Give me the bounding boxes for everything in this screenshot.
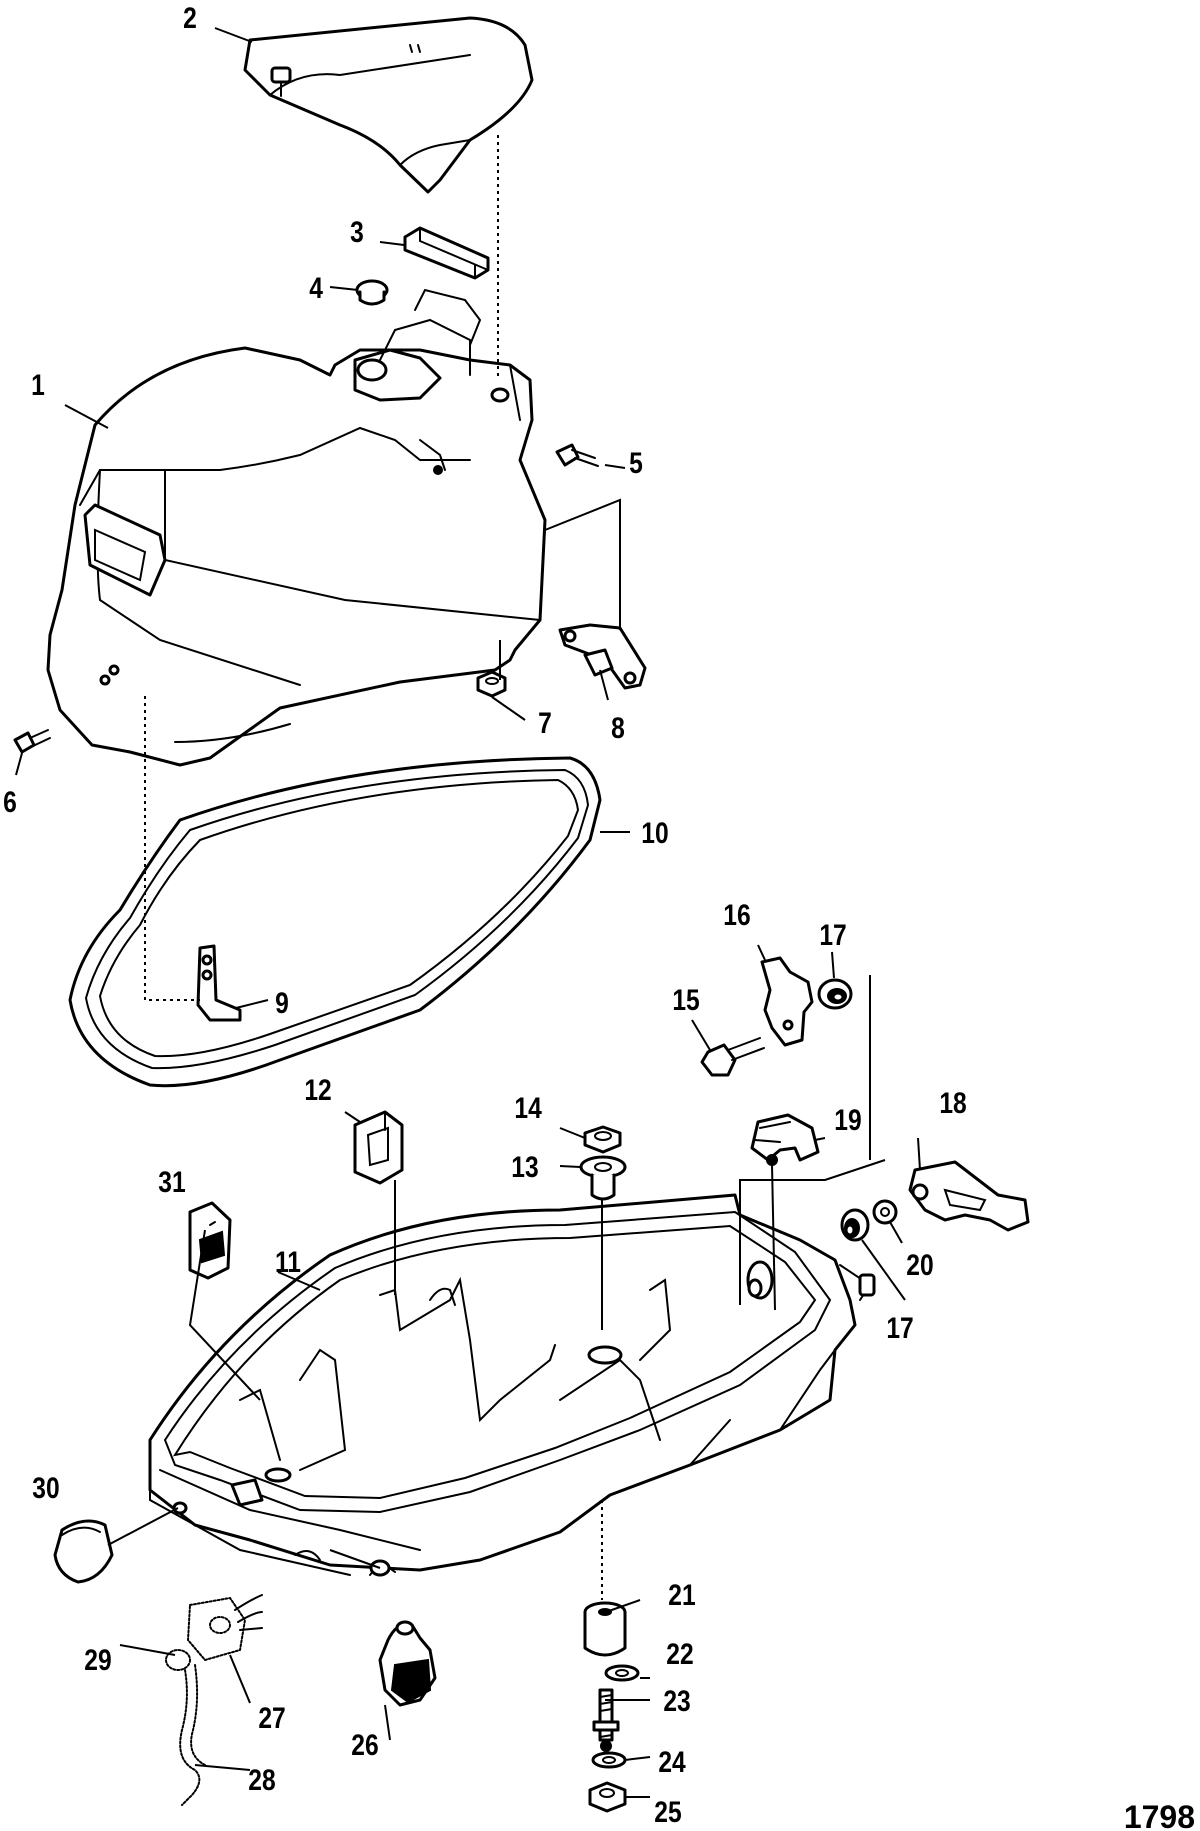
callout-2: 2 — [183, 1, 197, 35]
callout-15: 15 — [672, 983, 699, 1017]
part-21-mount — [583, 1601, 627, 1657]
part-23-stud — [592, 1688, 620, 1752]
part-8-latch-bracket — [558, 623, 647, 690]
part-27-switch — [165, 1594, 263, 1671]
callout-17-lower: 17 — [886, 1311, 913, 1345]
part-1-top-cowl — [46, 288, 547, 767]
part-6-screw — [13, 729, 51, 754]
callout-17-upper: 17 — [819, 918, 846, 952]
callout-25: 25 — [654, 1795, 681, 1829]
part-24-washer — [591, 1751, 627, 1769]
callout-19: 19 — [834, 1103, 861, 1137]
part-17-grommet-lower — [840, 1208, 870, 1242]
part-7-nut — [476, 670, 507, 698]
part-22-washer — [604, 1664, 640, 1682]
callout-21: 21 — [668, 1578, 695, 1612]
part-19-latch-lever — [750, 1113, 820, 1166]
part-30-cap — [53, 1519, 114, 1584]
part-3-seal-strip — [403, 226, 490, 280]
callout-22: 22 — [666, 1637, 693, 1671]
callout-7: 7 — [538, 706, 552, 740]
callout-3: 3 — [350, 215, 364, 249]
callout-30: 30 — [32, 1471, 59, 1505]
callout-28: 28 — [248, 1763, 275, 1797]
callout-12: 12 — [304, 1073, 331, 1107]
part-13-bushing — [579, 1155, 627, 1201]
assembly-lines — [144, 135, 886, 1600]
callout-23: 23 — [663, 1684, 690, 1718]
part-4-plug — [355, 279, 389, 306]
callout-27: 27 — [258, 1701, 285, 1735]
part-18-latch-handle — [908, 1160, 1030, 1232]
part-17-grommet-upper — [817, 978, 853, 1010]
callout-labels: 2 3 4 1 5 6 7 8 9 10 11 12 13 14 15 16 1… — [3, 1, 967, 1829]
callout-5: 5 — [629, 446, 643, 480]
callout-10: 10 — [641, 816, 668, 850]
callout-18: 18 — [939, 1086, 966, 1120]
callout-9: 9 — [275, 986, 289, 1020]
callout-29: 29 — [84, 1643, 111, 1677]
part-2-rear-cover — [243, 16, 534, 194]
callout-6: 6 — [3, 785, 17, 819]
part-9-bracket — [196, 944, 242, 1022]
part-31-clip — [188, 1201, 232, 1280]
leader-lines — [15, 27, 921, 1798]
callout-1: 1 — [31, 368, 45, 402]
part-10-gasket — [68, 756, 602, 1088]
part-20-washer — [872, 1199, 898, 1225]
callout-14: 14 — [514, 1091, 542, 1125]
callout-13: 13 — [511, 1150, 538, 1184]
callout-24: 24 — [658, 1745, 686, 1779]
part-26-boot — [378, 1620, 437, 1707]
part-15-screw — [700, 1037, 765, 1077]
part-12-grommet — [353, 1110, 404, 1185]
callout-4: 4 — [309, 271, 323, 305]
callout-31: 31 — [158, 1165, 185, 1199]
callout-26: 26 — [351, 1728, 378, 1762]
callout-20: 20 — [906, 1248, 933, 1282]
callout-16: 16 — [723, 898, 750, 932]
part-16-bracket — [760, 956, 814, 1047]
part-11-bottom-cowl — [148, 1193, 876, 1577]
part-5-screw — [555, 443, 599, 467]
callout-8: 8 — [611, 711, 625, 745]
part-14-nut — [583, 1125, 622, 1154]
callout-11: 11 — [275, 1245, 301, 1279]
part-25-nut — [588, 1781, 627, 1813]
part-28-wire — [179, 1664, 206, 1806]
figure-number: 1798 — [1124, 1799, 1195, 1831]
